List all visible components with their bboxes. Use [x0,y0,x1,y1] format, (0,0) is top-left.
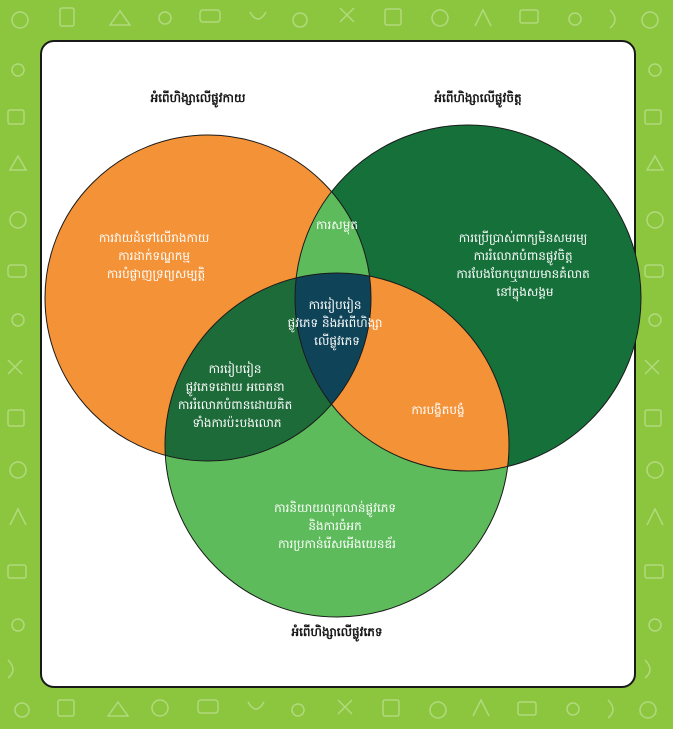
region-physical-emotional: ការសម្លុត [316,218,358,235]
region-emotional-only: ការប្រើប្រាស់ពាក្យមិនសមរម្យ ការរំលោភបំពា… [456,230,593,302]
region-center: ការរៀបរៀន ផ្លូវភេទ និងអំពើហិង្សា លើផ្លូវ… [288,297,387,351]
sexual-title: អំពើហិង្សាលើផ្លូវភេទ [291,624,383,642]
region-physical-sexual: ការរៀបរៀន ផ្លូវភេទដោយ អចេតនា ការរំលោភបំព… [178,361,296,430]
emotional-title: អំពើហិង្សាលើផ្លូវចិត្ត [433,90,522,108]
region-emotional-sexual: ការបង្ខិតបង្ខំ [411,402,464,417]
physical-title: អំពើហិង្សាលើផ្លូវកាយ [150,90,246,108]
region-sexual-only: ការនិយាយលុកលាន់ផ្លូវភេទ និងការចំអក ការប្… [274,500,400,551]
region-physical-only: ការវាយដំទៅលើរាងកាយ ការដាក់ទណ្ឌកម្ម ការបំ… [99,230,213,281]
